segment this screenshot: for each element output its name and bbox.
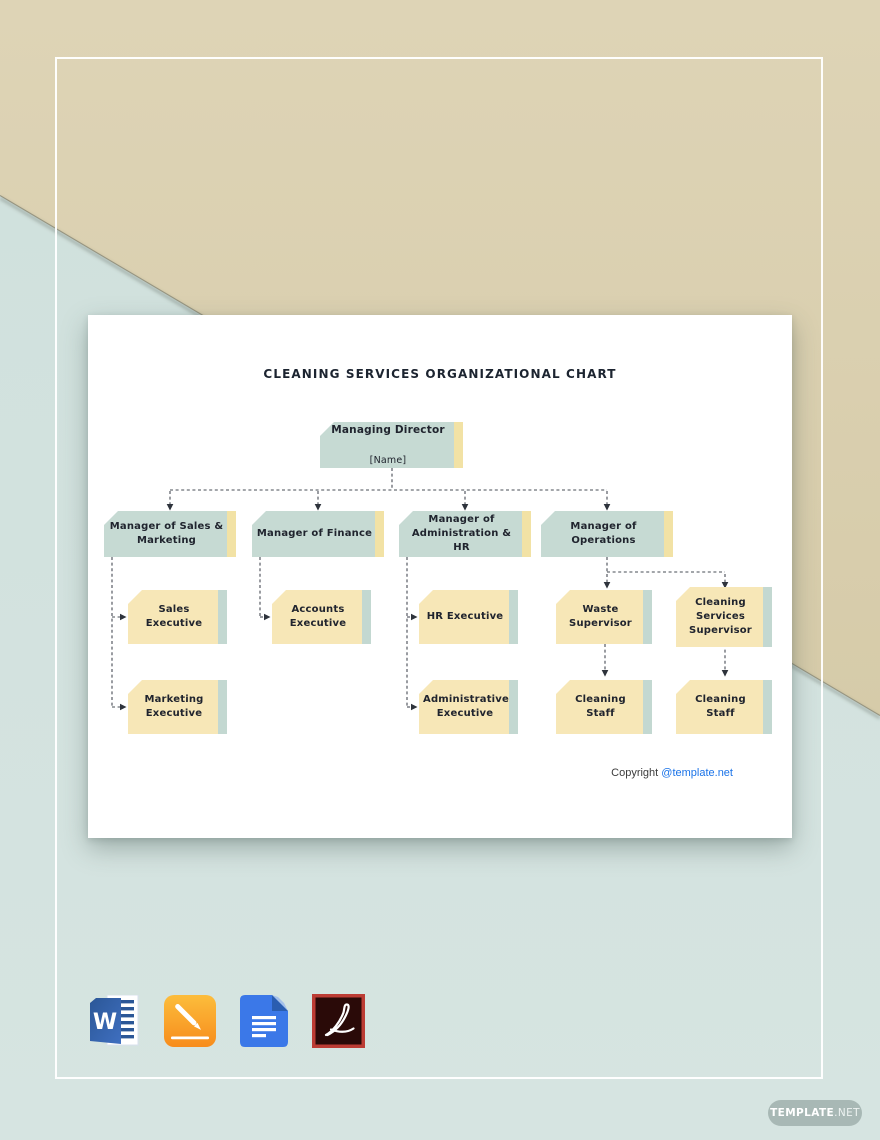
node-title: Manager of Finance bbox=[256, 528, 373, 539]
apple-pages-icon[interactable] bbox=[164, 995, 216, 1051]
adobe-pdf-icon[interactable] bbox=[312, 994, 365, 1052]
org-node-cleaning-staff-1: Cleaning Staff bbox=[556, 680, 652, 734]
template-net-watermark: TEMPLATE.NET bbox=[768, 1100, 862, 1126]
node-title: Cleaning Staff bbox=[575, 694, 626, 719]
node-title: Manager of Operations bbox=[570, 521, 637, 546]
org-node-manager-sales-marketing: Manager of Sales & Marketing bbox=[104, 511, 236, 557]
node-title: Waste Supervisor bbox=[569, 604, 632, 629]
copyright-line: Copyright @template.net bbox=[611, 767, 733, 779]
org-node-cleaning-services-supervisor: Cleaning Services Supervisor bbox=[676, 587, 772, 647]
node-title: Accounts Executive bbox=[289, 604, 347, 629]
word-letter: W bbox=[93, 1010, 117, 1035]
google-docs-icon[interactable] bbox=[240, 995, 288, 1051]
org-node-cleaning-staff-2: Cleaning Staff bbox=[676, 680, 772, 734]
org-node-manager-operations: Manager of Operations bbox=[541, 511, 673, 557]
document-preview-card: CLEANING SERVICES ORGANIZATIONAL CHART bbox=[88, 315, 792, 838]
node-title: Administrative Executive bbox=[423, 694, 510, 719]
org-node-administrative-executive: Administrative Executive bbox=[419, 680, 518, 734]
node-title: Marketing Executive bbox=[144, 694, 204, 719]
org-node-manager-finance: Manager of Finance bbox=[252, 511, 384, 557]
node-subtitle: [Name] bbox=[369, 454, 407, 466]
org-node-sales-executive: Sales Executive bbox=[128, 590, 227, 644]
template-net-link[interactable]: @template.net bbox=[661, 767, 733, 779]
node-title: Managing Director bbox=[331, 424, 445, 437]
node-title: Manager of Sales & Marketing bbox=[109, 521, 224, 546]
microsoft-word-icon[interactable]: W bbox=[90, 994, 140, 1051]
node-title: HR Executive bbox=[426, 611, 504, 622]
file-format-icons: W bbox=[90, 994, 389, 1052]
org-chart-connectors bbox=[111, 468, 729, 711]
org-node-accounts-executive: Accounts Executive bbox=[272, 590, 371, 644]
org-node-waste-supervisor: Waste Supervisor bbox=[556, 590, 652, 644]
node-title: Cleaning Staff bbox=[695, 694, 746, 719]
copyright-text: Copyright bbox=[611, 767, 662, 779]
node-title: Cleaning Services Supervisor bbox=[689, 597, 752, 636]
org-node-managing-director: Managing Director [Name] bbox=[320, 422, 463, 468]
org-node-hr-executive: HR Executive bbox=[419, 590, 518, 644]
org-node-marketing-executive: Marketing Executive bbox=[128, 680, 227, 734]
node-title: Manager of Administration & HR bbox=[411, 514, 512, 553]
watermark-bold: TEMPLATE bbox=[770, 1107, 835, 1119]
watermark-suffix: .NET bbox=[834, 1107, 860, 1119]
page-title: CLEANING SERVICES ORGANIZATIONAL CHART bbox=[263, 367, 617, 381]
org-node-manager-admin-hr: Manager of Administration & HR bbox=[399, 511, 531, 557]
node-title: Sales Executive bbox=[145, 604, 203, 629]
